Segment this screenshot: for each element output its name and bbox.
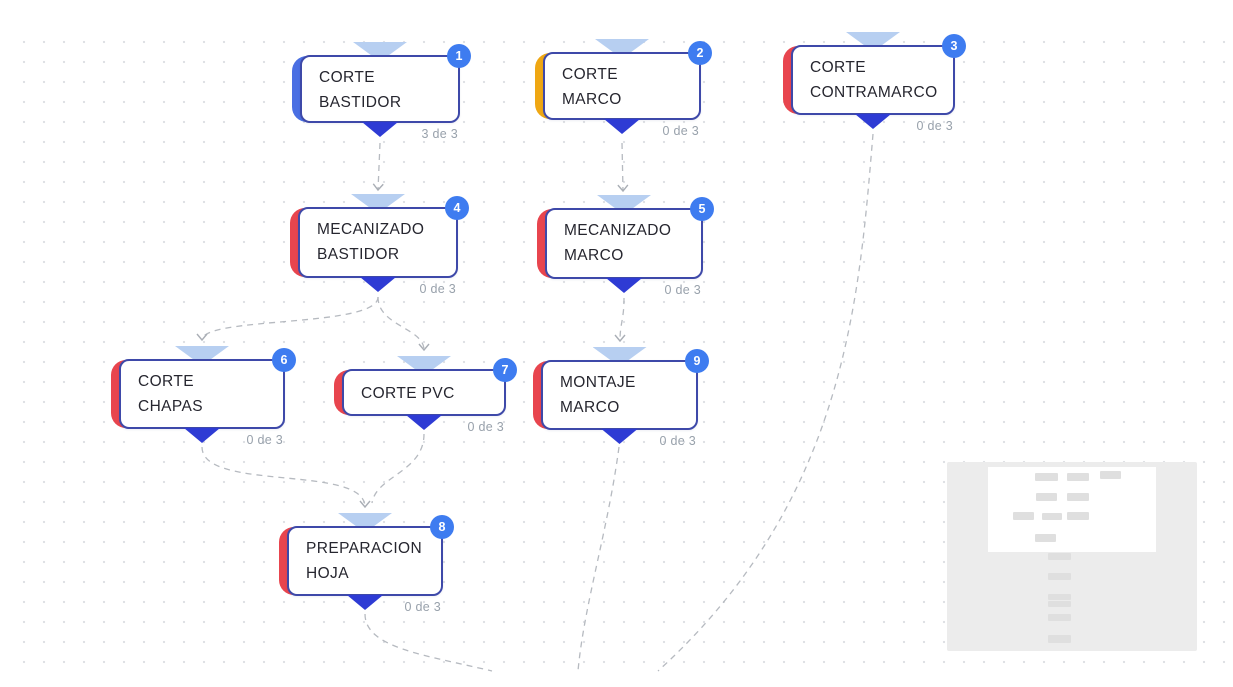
- input-handle-funnel-icon[interactable]: [846, 32, 900, 45]
- minimap-node: [1013, 512, 1034, 520]
- node-title: PREPARACION HOJA: [306, 540, 423, 582]
- minimap-node: [1067, 473, 1089, 481]
- node-number-badge: 5: [690, 197, 714, 221]
- node-progress-counter: 0 de 3: [659, 434, 696, 448]
- flow-node-corte-contramarco[interactable]: CORTE CONTRAMARCO 3 0 de 3: [783, 32, 966, 133]
- minimap-node: [1100, 471, 1121, 479]
- input-handle-funnel-icon[interactable]: [175, 346, 229, 359]
- minimap-node: [1067, 512, 1089, 520]
- node-card: CORTE BASTIDOR: [300, 55, 460, 123]
- node-number-badge: 3: [942, 34, 966, 58]
- node-card: MONTAJE MARCO: [541, 360, 698, 430]
- flow-node-corte-marco[interactable]: CORTE MARCO 2 0 de 3: [535, 39, 712, 138]
- node-title: MECANIZADO BASTIDOR: [317, 221, 425, 263]
- node-title: CORTE CHAPAS: [138, 373, 203, 415]
- flow-node-mecanizado-bastidor[interactable]: MECANIZADO BASTIDOR 4 0 de 3: [290, 194, 469, 296]
- node-number-badge: 8: [430, 515, 454, 539]
- node-number-badge: 7: [493, 358, 517, 382]
- input-handle-funnel-icon[interactable]: [597, 195, 651, 208]
- minimap-node: [1035, 534, 1056, 542]
- input-handle-funnel-icon[interactable]: [338, 513, 392, 526]
- minimap-node: [1048, 553, 1071, 560]
- node-title: CORTE CONTRAMARCO: [810, 59, 938, 101]
- node-card: MECANIZADO MARCO: [545, 208, 703, 279]
- minimap-viewport: [988, 467, 1156, 552]
- flow-node-montaje-marco[interactable]: MONTAJE MARCO 9 0 de 3: [533, 347, 709, 448]
- input-handle-funnel-icon[interactable]: [592, 347, 647, 360]
- input-handle-funnel-icon[interactable]: [351, 194, 405, 207]
- input-handle-funnel-icon[interactable]: [353, 42, 407, 55]
- node-card: CORTE CONTRAMARCO: [791, 45, 955, 115]
- node-progress-counter: 0 de 3: [246, 433, 283, 447]
- input-handle-funnel-icon[interactable]: [595, 39, 649, 52]
- node-card: CORTE PVC: [342, 369, 506, 416]
- node-card: PREPARACION HOJA: [287, 526, 443, 596]
- node-title: CORTE MARCO: [562, 66, 622, 108]
- minimap-node: [1042, 513, 1062, 520]
- node-title: CORTE PVC: [361, 385, 455, 402]
- node-card: CORTE CHAPAS: [119, 359, 285, 429]
- node-number-badge: 6: [272, 348, 296, 372]
- flow-node-corte-bastidor[interactable]: CORTE BASTIDOR 1 3 de 3: [292, 42, 471, 141]
- node-number-badge: 9: [685, 349, 709, 373]
- node-title: MONTAJE MARCO: [560, 374, 636, 416]
- node-progress-counter: 0 de 3: [662, 124, 699, 138]
- node-number-badge: 2: [688, 41, 712, 65]
- node-progress-counter: 0 de 3: [404, 600, 441, 614]
- node-title: MECANIZADO MARCO: [564, 222, 672, 264]
- node-number-badge: 1: [447, 44, 471, 68]
- flow-node-mecanizado-marco[interactable]: MECANIZADO MARCO 5 0 de 3: [537, 195, 714, 297]
- node-title: CORTE BASTIDOR: [319, 69, 402, 111]
- minimap-node: [1048, 614, 1071, 621]
- minimap-node: [1048, 594, 1071, 600]
- node-card: CORTE MARCO: [543, 52, 701, 120]
- minimap-node: [1067, 493, 1089, 501]
- minimap-node: [1036, 493, 1057, 501]
- minimap-node: [1035, 473, 1058, 481]
- minimap-node: [1048, 601, 1071, 607]
- input-handle-funnel-icon[interactable]: [397, 356, 451, 369]
- flow-node-corte-chapas[interactable]: CORTE CHAPAS 6 0 de 3: [111, 346, 296, 447]
- flow-node-corte-pvc[interactable]: CORTE PVC 7 0 de 3: [334, 356, 517, 434]
- node-progress-counter: 0 de 3: [467, 420, 504, 434]
- node-number-badge: 4: [445, 196, 469, 220]
- flow-node-preparacion-hoja[interactable]: PREPARACION HOJA 8 0 de 3: [279, 513, 454, 614]
- node-progress-counter: 0 de 3: [916, 119, 953, 133]
- node-progress-counter: 0 de 3: [419, 282, 456, 296]
- minimap-node: [1048, 573, 1071, 580]
- node-card: MECANIZADO BASTIDOR: [298, 207, 458, 278]
- node-progress-counter: 3 de 3: [421, 127, 458, 141]
- node-progress-counter: 0 de 3: [664, 283, 701, 297]
- minimap[interactable]: [947, 462, 1197, 651]
- minimap-node: [1048, 635, 1071, 643]
